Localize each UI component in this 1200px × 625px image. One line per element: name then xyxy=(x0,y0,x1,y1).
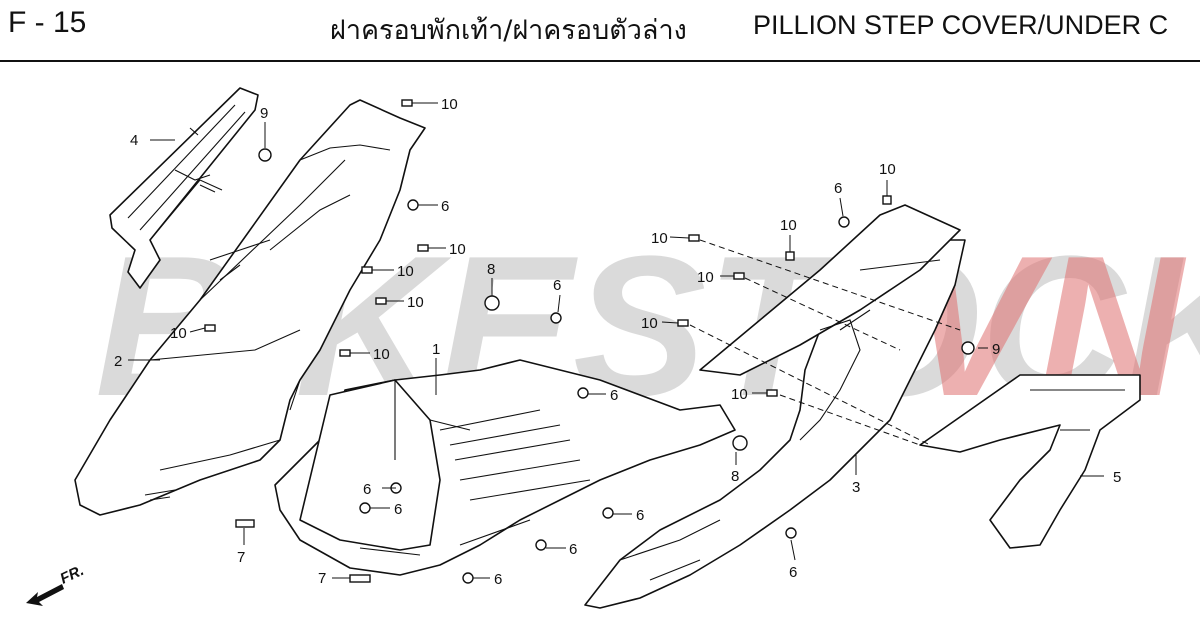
part-5-side-cover[interactable] xyxy=(919,374,1141,549)
front-direction-indicator: FR. xyxy=(26,562,87,606)
callout-part-8: 8 xyxy=(487,261,495,278)
callout-part-3: 3 xyxy=(852,479,860,496)
callout-part-6: 6 xyxy=(363,481,371,498)
callout-part-10: 10 xyxy=(697,269,714,286)
page-header: F - 15 ฝาครอบพักเท้า/ฝาครอบตัวล่าง PILLI… xyxy=(0,0,1200,62)
grommet-9-left xyxy=(258,148,272,162)
page-title-thai: ฝาครอบพักเท้า/ฝาครอบตัวล่าง xyxy=(330,15,687,46)
callout-part-10: 10 xyxy=(780,217,797,234)
callout-part-10: 10 xyxy=(879,161,896,178)
part-4-step-bracket[interactable] xyxy=(109,87,259,289)
callout-part-10: 10 xyxy=(641,315,658,332)
callout-part-7: 7 xyxy=(237,549,245,566)
callout-part-6: 6 xyxy=(441,198,449,215)
grommet-8-left xyxy=(484,295,500,311)
callout-labels: 4 2 1 5 3 9 9 8 8 7 7 10 10 10 10 10 10 … xyxy=(114,96,1121,588)
callout-part-10: 10 xyxy=(651,230,668,247)
callout-part-6: 6 xyxy=(494,571,502,588)
callout-part-9: 9 xyxy=(260,105,268,122)
callout-part-6: 6 xyxy=(394,501,402,518)
callout-part-10: 10 xyxy=(731,386,748,403)
callout-part-6: 6 xyxy=(610,387,618,404)
part-3-step-cover-right[interactable] xyxy=(584,204,966,609)
callout-part-7: 7 xyxy=(318,570,326,587)
callout-part-2: 2 xyxy=(114,353,122,370)
callout-part-5: 5 xyxy=(1113,469,1121,486)
callout-part-6: 6 xyxy=(569,541,577,558)
bolts-10 xyxy=(204,99,892,397)
callout-part-6: 6 xyxy=(636,507,644,524)
callout-part-8: 8 xyxy=(731,468,739,485)
exploded-parts-diagram: BIKESTOCK VN xyxy=(26,87,1200,609)
callout-part-1: 1 xyxy=(432,341,440,358)
callout-part-10: 10 xyxy=(373,346,390,363)
grommet-8-right xyxy=(732,435,748,451)
part-1-under-cover[interactable] xyxy=(274,359,736,576)
grommet-9-right xyxy=(961,341,975,355)
callout-part-10: 10 xyxy=(170,325,187,342)
part-2-step-cover[interactable] xyxy=(74,99,426,516)
leader-lines xyxy=(128,102,1104,579)
callout-part-10: 10 xyxy=(407,294,424,311)
front-label: FR. xyxy=(58,562,87,588)
fasteners xyxy=(204,99,975,584)
page-title-english: PILLION STEP COVER/UNDER C xyxy=(753,10,1169,40)
callout-part-10: 10 xyxy=(449,241,466,258)
callout-part-9: 9 xyxy=(992,341,1000,358)
callout-part-10: 10 xyxy=(397,263,414,280)
callout-part-4: 4 xyxy=(130,132,138,149)
page-code: F - 15 xyxy=(8,6,87,39)
callout-part-6: 6 xyxy=(834,180,842,197)
direction-arrow-icon xyxy=(26,584,64,606)
callout-part-6: 6 xyxy=(789,564,797,581)
callout-part-10: 10 xyxy=(441,96,458,113)
clips-6 xyxy=(359,199,850,584)
callout-part-6: 6 xyxy=(553,277,561,294)
